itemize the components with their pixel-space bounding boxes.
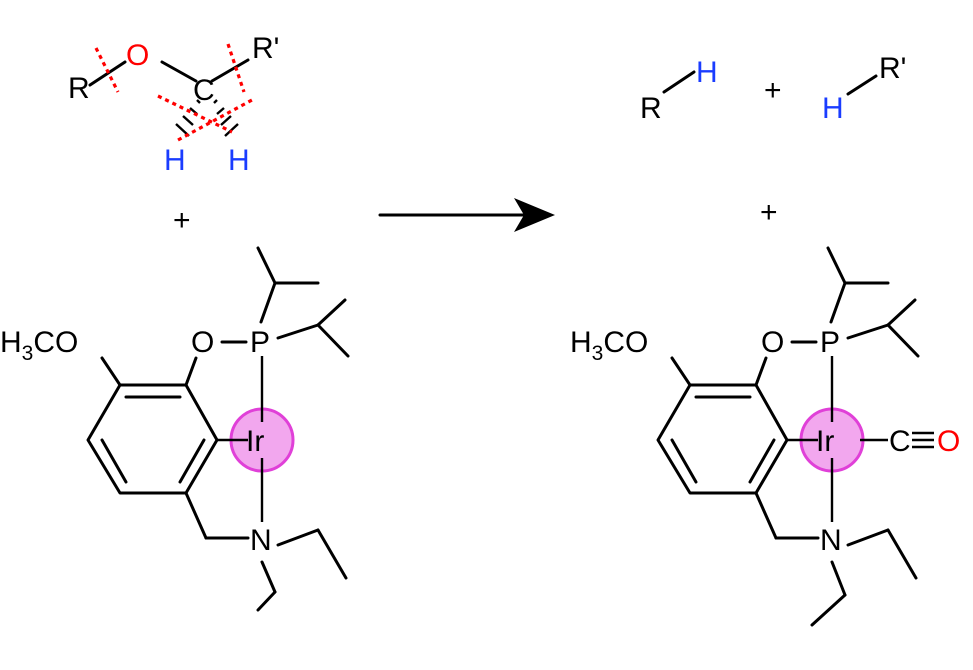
triple-bond-co xyxy=(912,431,934,449)
atom-phosphorus: P xyxy=(250,326,270,359)
atom-rprime: R' xyxy=(879,52,906,85)
ring-double-bond-left xyxy=(100,438,128,484)
bond-ring-ome xyxy=(670,356,692,387)
cleavage-mark-c-rprime xyxy=(226,43,246,93)
atom-hydrogen-left: H xyxy=(164,144,186,177)
bond-n-ethyl1 xyxy=(276,528,320,547)
ipr2-methyl-b xyxy=(316,323,350,358)
iridium-complex-left: H3CO O P Ir N xyxy=(0,246,350,612)
bond-o-c xyxy=(160,60,198,83)
bond-p-ipr1 xyxy=(259,281,277,324)
bond-p-ipr2 xyxy=(846,323,890,340)
atom-carbonyl-carbon: C xyxy=(889,425,911,458)
cleavage-mark-c-h-left xyxy=(157,94,233,134)
atom-iridium: Ir xyxy=(816,425,834,458)
bond-p-ipr1 xyxy=(829,281,847,324)
product-rh: R H xyxy=(640,56,718,125)
bond-ring-o xyxy=(184,356,198,387)
ethyl1-methyl xyxy=(886,528,918,580)
benzene-ring xyxy=(86,383,219,495)
ipr1-methyl-a xyxy=(256,246,277,285)
bond-ring-o xyxy=(754,356,768,387)
product-hr-prime: H R' xyxy=(822,52,906,125)
bond-p-ipr2 xyxy=(276,323,320,340)
substrate-molecule: R O C R' H H xyxy=(68,32,279,177)
bond-ring-ch2 xyxy=(184,491,208,540)
ipr2-methyl-a xyxy=(886,298,917,327)
ipr2-methyl-a xyxy=(316,298,347,327)
hashed-bond-right xyxy=(213,99,239,137)
atom-phosphorus: P xyxy=(820,326,840,359)
cleavage-mark-r-o xyxy=(94,47,120,93)
bond-ring-ome xyxy=(100,356,122,387)
ring-double-bond-left xyxy=(670,438,698,484)
ethyl2-methyl xyxy=(256,590,277,612)
bond-n-ethyl2 xyxy=(830,560,847,597)
bond-r-h xyxy=(662,70,696,94)
atom-r: R xyxy=(640,92,662,125)
atom-carbonyl-oxygen: O xyxy=(937,425,960,458)
bond-ring-ch2 xyxy=(754,491,778,540)
bond-n-ethyl1 xyxy=(846,528,890,547)
atom-carbon: C xyxy=(193,74,215,107)
iridium-complex-right: H3CO O P Ir N C O xyxy=(570,246,960,627)
ethyl1-methyl xyxy=(316,528,348,580)
bond-h-rprime xyxy=(846,74,878,96)
cleavage-mark-c-h-right xyxy=(177,98,253,142)
atom-hydrogen-right: H xyxy=(228,144,250,177)
atom-hydrogen: H xyxy=(822,92,844,125)
ring-double-bond-right xyxy=(178,438,206,484)
ring-double-bond-right xyxy=(748,438,776,484)
atom-nitrogen: N xyxy=(820,524,842,557)
atom-hydrogen: H xyxy=(696,56,718,89)
bond-c-rprime xyxy=(210,58,250,83)
benzene-ring xyxy=(656,383,789,495)
ethyl2-methyl xyxy=(810,593,847,627)
ipr2-methyl-b xyxy=(886,323,920,358)
atom-rprime: R' xyxy=(252,32,279,65)
plus-sign-right: + xyxy=(760,196,778,229)
reaction-arrow xyxy=(378,198,555,232)
atom-nitrogen: N xyxy=(250,524,272,557)
plus-sign-left: + xyxy=(173,204,191,237)
bond-n-ethyl2 xyxy=(260,560,277,594)
ipr1-methyl-a xyxy=(826,246,847,285)
atom-oxygen: O xyxy=(191,326,214,359)
atom-oxygen: O xyxy=(126,39,149,72)
plus-sign-products: + xyxy=(764,74,782,107)
atom-iridium: Ir xyxy=(246,425,264,458)
arrow-head xyxy=(514,198,555,232)
atom-r: R xyxy=(68,72,90,105)
methoxy-label: H3CO xyxy=(570,326,648,365)
methoxy-label: H3CO xyxy=(0,326,78,365)
atom-oxygen: O xyxy=(761,326,784,359)
